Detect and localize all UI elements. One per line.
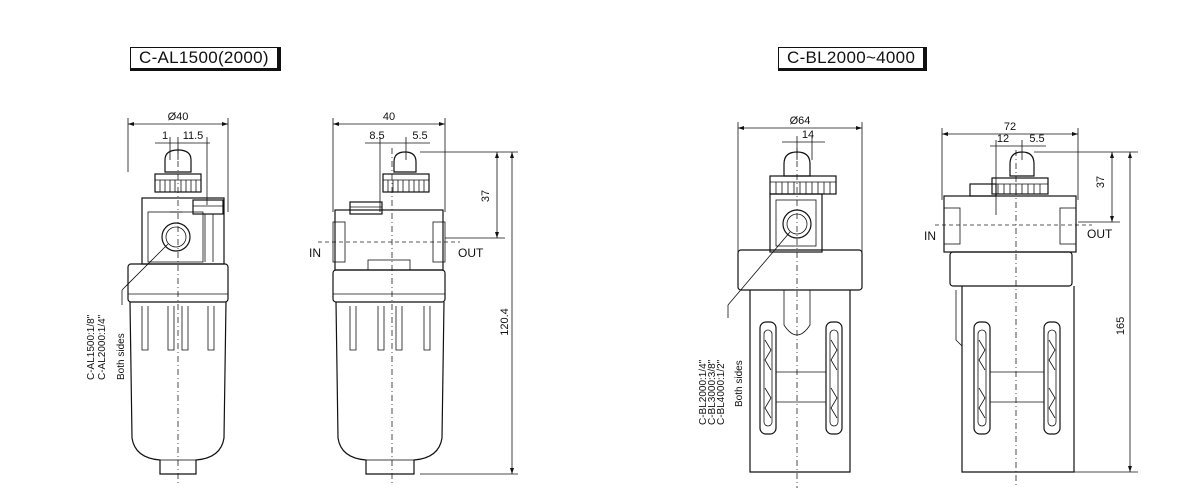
label-out: OUT [1087,227,1113,241]
dim-12: 12 [997,133,1009,145]
dim-width: 72 [1004,121,1016,133]
svg-text:Both sides: Both sides [734,360,745,407]
svg-text:C-BL4000:1/2": C-BL4000:1/2" [716,359,727,425]
dim-37: 37 [1095,176,1107,188]
left-port-note: C-AL1500:1/8" C-AL2000:1/4" Both sides [86,314,127,380]
label-in: IN [309,246,321,260]
svg-text:Both sides: Both sides [116,333,127,380]
dim-37: 37 [480,190,492,202]
dim-165: 165 [1115,317,1127,335]
model-title-right: C-BL2000~4000 [778,47,928,71]
svg-text:C-AL1500:1/8": C-AL1500:1/8" [86,314,97,380]
svg-text:C-BL2000:1/4": C-BL2000:1/4" [698,359,709,425]
dim-1: 1 [162,130,168,142]
dim-14: 14 [802,129,814,141]
model-title-left: C-AL1500(2000) [130,47,281,71]
label-out: OUT [458,246,484,260]
dim-120-4: 120.4 [499,308,511,336]
label-in: IN [924,229,936,243]
svg-text:C-AL2000:1/4": C-AL2000:1/4" [97,314,108,380]
right-port-note: C-BL2000:1/4" C-BL3000:3/8" C-BL4000:1/2… [698,359,745,425]
dim-5-5: 5.5 [1029,133,1044,145]
dim-5-5: 5.5 [412,130,427,142]
left-front-view: Ø40 1 11.5 [121,111,229,485]
dim-8-5: 8.5 [369,130,384,142]
svg-text:C-BL3000:3/8": C-BL3000:3/8" [707,359,718,425]
dim-diameter: Ø64 [790,115,811,127]
dim-diameter: Ø40 [168,111,189,123]
left-side-view: 40 8.5 5.5 37 120.4 [309,111,518,485]
dim-width: 40 [383,111,395,123]
right-front-view: Ø64 14 [727,115,863,488]
right-side-view: 72 12 5.5 37 165 [924,121,1138,488]
dim-11-5: 11.5 [183,130,204,142]
